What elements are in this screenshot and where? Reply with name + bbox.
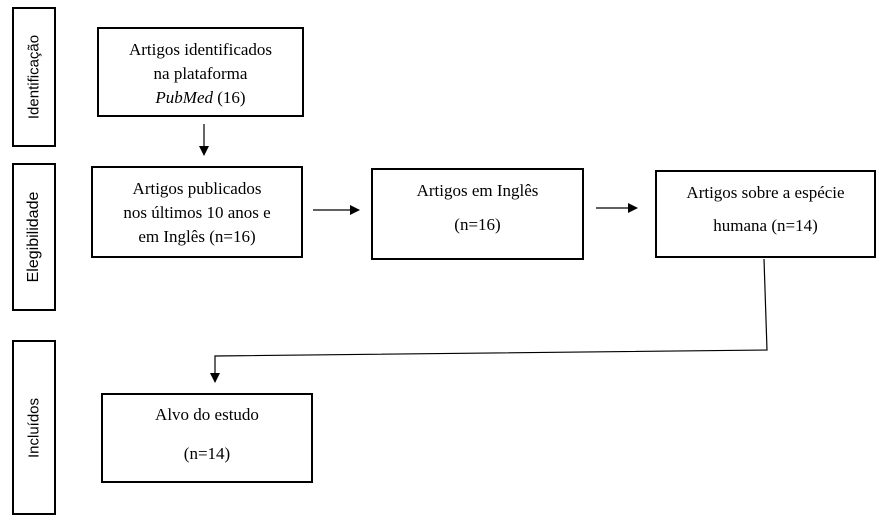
box-english: Artigos em Inglês (n=16) xyxy=(371,168,584,260)
box-published: Artigos publicados nos últimos 10 anos e… xyxy=(91,166,303,258)
box-human-line2: humana (n=14) xyxy=(713,216,818,235)
box-english-line1: Artigos em Inglês xyxy=(416,181,539,200)
box-target: Alvo do estudo (n=14) xyxy=(101,393,313,483)
box-identified-italic: PubMed xyxy=(155,88,213,107)
box-published-line2: nos últimos 10 anos e xyxy=(123,203,271,222)
box-human-line1: Artigos sobre a espécie xyxy=(686,183,845,202)
box-english-line2: (n=16) xyxy=(454,215,501,234)
arrow-human-to-target xyxy=(210,258,768,383)
box-published-line1: Artigos publicados xyxy=(132,179,262,198)
box-identified-count: (16) xyxy=(213,88,246,107)
box-target-line1: Alvo do estudo xyxy=(155,405,259,424)
box-identified-line3: PubMed (16) xyxy=(99,86,302,110)
box-human: Artigos sobre a espécie humana (n=14) xyxy=(655,170,876,258)
box-identified-line1: Artigos identificados xyxy=(128,40,273,59)
stage-identification: Identificação xyxy=(12,7,56,147)
stage-eligibility: Elegibilidade xyxy=(12,163,56,311)
box-published-line3: em Inglês (n=16) xyxy=(138,227,256,246)
stage-included: Incluídos xyxy=(12,340,56,515)
box-identified-line2: na plataforma xyxy=(153,64,248,83)
box-identified: Artigos identificados na plataforma PubM… xyxy=(97,27,304,117)
box-target-line2: (n=14) xyxy=(183,444,231,463)
